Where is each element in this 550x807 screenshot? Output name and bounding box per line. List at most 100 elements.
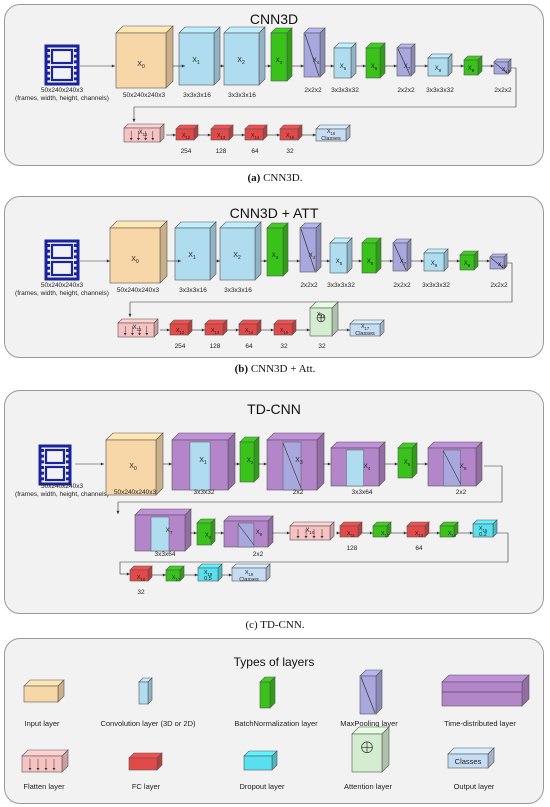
input-shape-label: (frames, width, height, channels) bbox=[15, 290, 109, 297]
arrow-head bbox=[181, 64, 185, 68]
legend-label: FC layer bbox=[132, 782, 161, 791]
arrow-head bbox=[126, 572, 130, 576]
dim-label: 2x2x2 bbox=[494, 87, 512, 94]
arrow-head bbox=[172, 133, 176, 137]
dim-label: 2x2x2 bbox=[300, 282, 318, 289]
arrow-head bbox=[267, 64, 271, 68]
conv-block bbox=[178, 26, 221, 86]
layer-label: X13 bbox=[415, 531, 424, 538]
maxpool-block bbox=[392, 238, 412, 272]
classes-label: Classes bbox=[239, 577, 259, 583]
layer-label: X4 bbox=[313, 58, 320, 65]
input-shape-label: 50x240x240x3 bbox=[41, 282, 84, 289]
layer-label: X10 bbox=[498, 262, 507, 269]
legend-label: Flatten layer bbox=[23, 782, 65, 791]
layer-label: X1 bbox=[188, 252, 196, 261]
batchnorm-block bbox=[239, 436, 260, 483]
layer-label: X11 bbox=[139, 130, 148, 137]
batchnorm-block bbox=[365, 42, 386, 79]
batchnorm-block bbox=[439, 521, 459, 538]
flatten-block bbox=[21, 749, 69, 773]
time-distributed-block bbox=[171, 432, 236, 491]
connector bbox=[134, 67, 517, 108]
layer-label: X12 bbox=[381, 531, 390, 538]
arrow-head bbox=[424, 462, 428, 466]
video-film-icon bbox=[44, 239, 80, 281]
legend-label: Convolution layer (3D or 2D) bbox=[100, 719, 196, 728]
fc-block bbox=[169, 319, 193, 336]
layer-label: X16 bbox=[317, 312, 326, 319]
legend-label: Dropout layer bbox=[239, 782, 285, 791]
video-film-icon bbox=[44, 44, 80, 86]
dim-label: 2x2 bbox=[293, 489, 304, 496]
dim-label: 2x2x2 bbox=[393, 282, 411, 289]
layer-label: X2 bbox=[247, 458, 254, 465]
legend-dropout-icon bbox=[243, 750, 278, 771]
fc-block bbox=[175, 124, 199, 141]
input-shape-label: (frames, width, height, channels) bbox=[15, 95, 109, 102]
arrow-head bbox=[220, 531, 224, 535]
units-label: 32 bbox=[318, 343, 326, 350]
layer-label: X17 bbox=[172, 575, 181, 582]
arrow-head bbox=[263, 462, 267, 466]
arrow-head bbox=[424, 64, 428, 68]
layer-label: X14 bbox=[251, 133, 260, 140]
output-block bbox=[315, 124, 351, 142]
conv-block bbox=[423, 248, 449, 272]
dropout-rate-label: 0.2 bbox=[479, 532, 487, 538]
arrow-head bbox=[403, 531, 407, 535]
input-block bbox=[109, 220, 168, 284]
time-distributed-block bbox=[427, 441, 483, 487]
conv-block bbox=[333, 42, 357, 79]
layer-label: X13 bbox=[217, 133, 226, 140]
panel-layer-types: Types of layers bbox=[4, 638, 544, 804]
arrow-head bbox=[389, 259, 393, 263]
arrow-head bbox=[235, 328, 239, 332]
conv-block bbox=[427, 53, 453, 77]
layer-label: X7 bbox=[404, 64, 411, 71]
arrow-head bbox=[270, 328, 274, 332]
layer-label: X15 bbox=[286, 133, 295, 140]
layer-label: X3 bbox=[272, 253, 279, 260]
layer-label: X8 bbox=[435, 66, 442, 73]
layer-label: X8 bbox=[431, 261, 438, 268]
panel-title: Types of layers bbox=[233, 655, 315, 669]
layer-label: X7 bbox=[165, 527, 172, 536]
classes-label: Classes bbox=[321, 136, 341, 142]
arrow-head bbox=[116, 510, 120, 514]
arrow-head bbox=[346, 328, 350, 332]
fc-block bbox=[238, 319, 262, 336]
layer-label: X10 bbox=[305, 528, 315, 535]
layer-label: X14 bbox=[245, 328, 254, 335]
layer-label: X6 bbox=[371, 64, 378, 71]
dim-label: 3x3x3x16 bbox=[224, 287, 252, 294]
dim-label: 3x3x3x32 bbox=[422, 282, 450, 289]
video-film-icon bbox=[38, 444, 72, 486]
batchnorm-block bbox=[361, 237, 382, 274]
legend-output-icon bbox=[447, 747, 495, 769]
arrow-head bbox=[300, 64, 304, 68]
units-label: 64 bbox=[415, 545, 423, 552]
flatten-block bbox=[123, 123, 165, 143]
arrow-head bbox=[168, 462, 172, 466]
conv-block bbox=[329, 237, 353, 274]
fc-block bbox=[406, 521, 430, 538]
connector bbox=[118, 465, 503, 503]
layer-label: X10 bbox=[502, 67, 511, 74]
arrow-head bbox=[456, 259, 460, 263]
legend-label: Attention layer bbox=[344, 782, 392, 791]
dropout-rate-label: 0.5 bbox=[204, 576, 212, 582]
dim-label: 3x3x64 bbox=[352, 489, 373, 496]
arrow-head bbox=[306, 328, 310, 332]
arrow-head bbox=[393, 64, 397, 68]
arrow-head bbox=[358, 259, 362, 263]
layer-label: X11 bbox=[347, 531, 356, 538]
attention-block bbox=[309, 301, 339, 337]
arrow-head bbox=[330, 64, 334, 68]
legend-input-icon bbox=[23, 679, 65, 703]
arrow-head bbox=[228, 573, 232, 577]
layer-label: X4 bbox=[363, 463, 370, 472]
dim-label: 3x3x3x16 bbox=[179, 287, 207, 294]
layer-label: X19 bbox=[245, 570, 254, 577]
